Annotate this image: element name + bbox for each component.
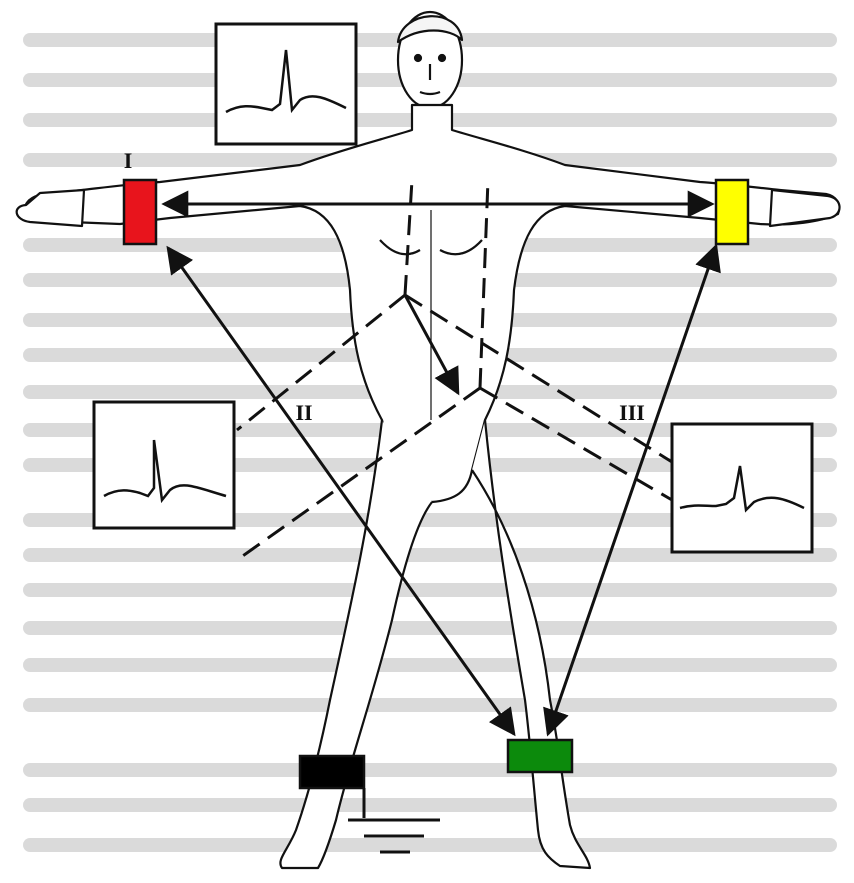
ecg-box-lead-3 xyxy=(672,424,812,552)
right-leg-ground-electrode xyxy=(300,756,364,788)
right-hand xyxy=(17,190,84,226)
left-arm-electrode xyxy=(716,180,748,244)
ecg-box-lead-2 xyxy=(94,402,234,528)
ecg-box-lead-1 xyxy=(216,24,356,144)
lead-3-label: III xyxy=(619,400,645,425)
lead-1-label: I xyxy=(124,148,133,173)
lead-2-label: II xyxy=(295,400,312,425)
left-leg-electrode xyxy=(508,740,572,772)
left-hand xyxy=(770,190,840,226)
right-arm-electrode xyxy=(124,180,156,244)
